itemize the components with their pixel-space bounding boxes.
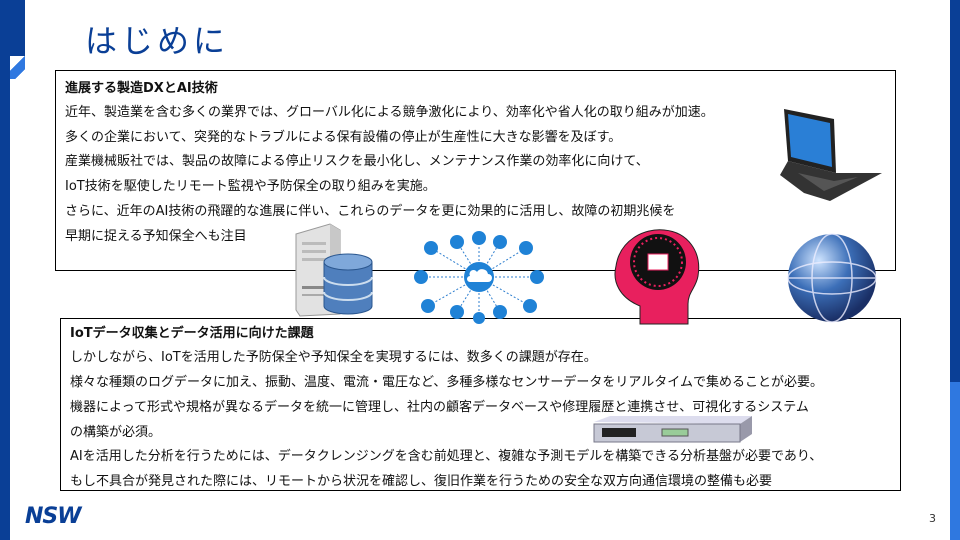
right-accent-bar: [950, 0, 960, 382]
nsw-logo: NSW: [25, 504, 82, 529]
text-line: 多くの企業において、突発的なトラブルによる保有設備の停止が生産性に大きな影響を及…: [65, 130, 622, 145]
left-accent-wedge: [10, 55, 25, 79]
left-accent-bar-top: [10, 0, 25, 56]
ai-head-icon: [614, 229, 700, 325]
text-line: 様々な種類のログデータに加え、振動、温度、電流・電圧など、多種多様なセンサーデー…: [70, 375, 823, 390]
iot-network-icon: [414, 231, 544, 324]
text-line: AIを活用した分析を行うためには、データクレンジングを含む前処理と、複雑な予測モ…: [70, 449, 823, 464]
text-line: 早期に捉える予知保全へも注目: [65, 229, 247, 244]
server-database-icon: [295, 223, 373, 317]
section-heading: IoTデータ収集とデータ活用に向けた課題: [70, 326, 314, 341]
network-switch-icon: [593, 416, 752, 443]
section-heading: 進展する製造DXとAI技術: [65, 81, 218, 96]
text-line: さらに、近年のAI技術の飛躍的な進展に伴い、これらのデータを更に効果的に活用し、…: [65, 204, 676, 219]
text-line: 機器によって形式や規格が異なるデータを統一に管理し、社内の顧客データベースや修理…: [70, 400, 809, 415]
slide-title: はじめに: [85, 22, 230, 60]
globe-icon: [787, 233, 877, 323]
text-line: IoT技術を駆使したリモート監視や予防保全の取り組みを実施。: [65, 179, 436, 194]
left-accent-bar: [0, 0, 10, 540]
text-line: 近年、製造業を含む多くの業界では、グローバル化による競争激化により、効率化や省人…: [65, 105, 714, 120]
text-line: の構築が必須。: [70, 425, 162, 440]
laptop-icon: [780, 109, 882, 201]
text-line: しかしながら、IoTを活用した予防保全や予知保全を実現するには、数多くの課題が存…: [70, 350, 597, 365]
page-number: 3: [929, 512, 936, 525]
section-iot-challenges: IoTデータ収集とデータ活用に向けた課題 しかしながら、IoTを活用した予防保全…: [60, 318, 901, 491]
text-line: もし不具合が発見された際には、リモートから状況を確認し、復旧作業を行うための安全…: [70, 474, 773, 489]
section-dx-ai: 進展する製造DXとAI技術 近年、製造業を含む多くの業界では、グローバル化による…: [55, 70, 896, 271]
text-line: 産業機械販社では、製品の故障による停止リスクを最小化し、メンテナンス作業の効率化…: [65, 154, 649, 169]
right-accent-bar-light: [950, 382, 960, 540]
